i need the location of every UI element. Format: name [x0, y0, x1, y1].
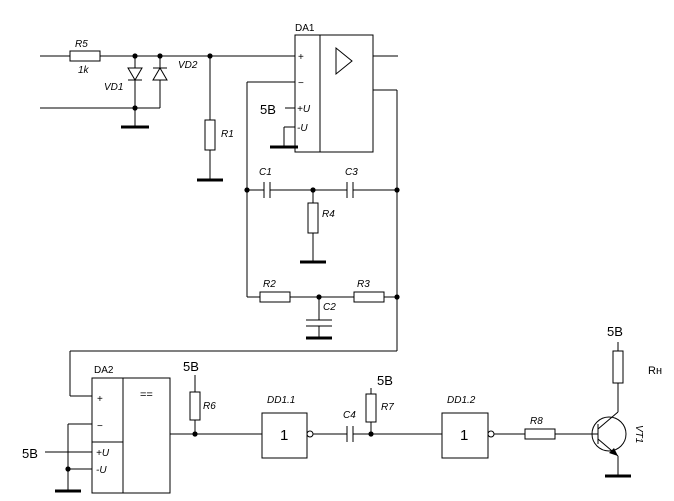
resistor-r7: [365, 393, 377, 423]
inverter-dd1-2: [441, 412, 489, 459]
diode-vd1: [127, 67, 143, 81]
input-section: R5 1k VD1 VD2 R1: [40, 39, 398, 182]
svg-text:−: −: [298, 78, 304, 89]
svg-text:==: ==: [140, 389, 153, 401]
feedback-network: C1 C3 R4 R2 R3 C2: [69, 81, 400, 397]
r6-supply-label: 5В: [183, 359, 199, 374]
r2-label: R2: [263, 279, 276, 290]
resistor-r1: [204, 119, 216, 151]
vt1-label: VT1: [633, 425, 644, 443]
comparator-da2: DA2 == + − +U -U 5В: [22, 365, 171, 494]
svg-text:+U: +U: [96, 448, 110, 459]
r6-label: R6: [203, 401, 216, 412]
resistor-r3: [353, 291, 385, 303]
resistor-r6: [189, 391, 201, 421]
dd1-1-label: DD1.1: [267, 395, 295, 406]
svg-text:+U: +U: [297, 104, 311, 115]
dd1-2-label: DD1.2: [447, 395, 476, 406]
svg-text:+: +: [97, 394, 103, 405]
r5-label: R5: [75, 39, 88, 50]
resistor-r8: [524, 428, 556, 440]
resistor-r4: [307, 202, 319, 234]
r3-label: R3: [357, 279, 370, 290]
svg-text:1: 1: [280, 427, 288, 444]
rn-supply-label: 5В: [607, 324, 623, 339]
opamp-da1: DA1 + − +U -U 5В: [260, 23, 374, 153]
svg-text:-U: -U: [96, 465, 107, 476]
c1-label: C1: [259, 167, 272, 178]
vd1-label: VD1: [104, 82, 123, 93]
diode-vd2: [152, 67, 168, 81]
rn-label: Rн: [648, 365, 662, 377]
output-chain: 5В R6 DD1.1 1 C4 5В R7 DD1.2 1 R8: [170, 324, 662, 478]
r7-label: R7: [381, 402, 394, 413]
da1-supply-label: 5В: [260, 102, 276, 117]
r1-label: R1: [221, 129, 234, 140]
r7-supply-label: 5В: [377, 373, 393, 388]
r5-value: 1k: [78, 65, 90, 76]
resistor-rn: [612, 350, 624, 384]
da2-supply-label: 5В: [22, 446, 38, 461]
da1-label: DA1: [295, 23, 315, 34]
c4-label: C4: [343, 410, 356, 421]
c3-label: C3: [345, 167, 358, 178]
resistor-r2: [259, 291, 291, 303]
c2-label: C2: [323, 302, 336, 313]
inverter-dd1-1: [261, 412, 308, 459]
resistor-r5: [69, 50, 101, 62]
svg-text:-U: -U: [297, 123, 308, 134]
r4-label: R4: [322, 209, 335, 220]
da2-label: DA2: [94, 365, 114, 376]
svg-text:1: 1: [460, 427, 468, 444]
vd2-label: VD2: [178, 60, 198, 71]
transistor-vt1: [591, 416, 627, 452]
svg-text:−: −: [97, 421, 103, 432]
r8-label: R8: [530, 416, 543, 427]
svg-text:+: +: [298, 52, 304, 63]
